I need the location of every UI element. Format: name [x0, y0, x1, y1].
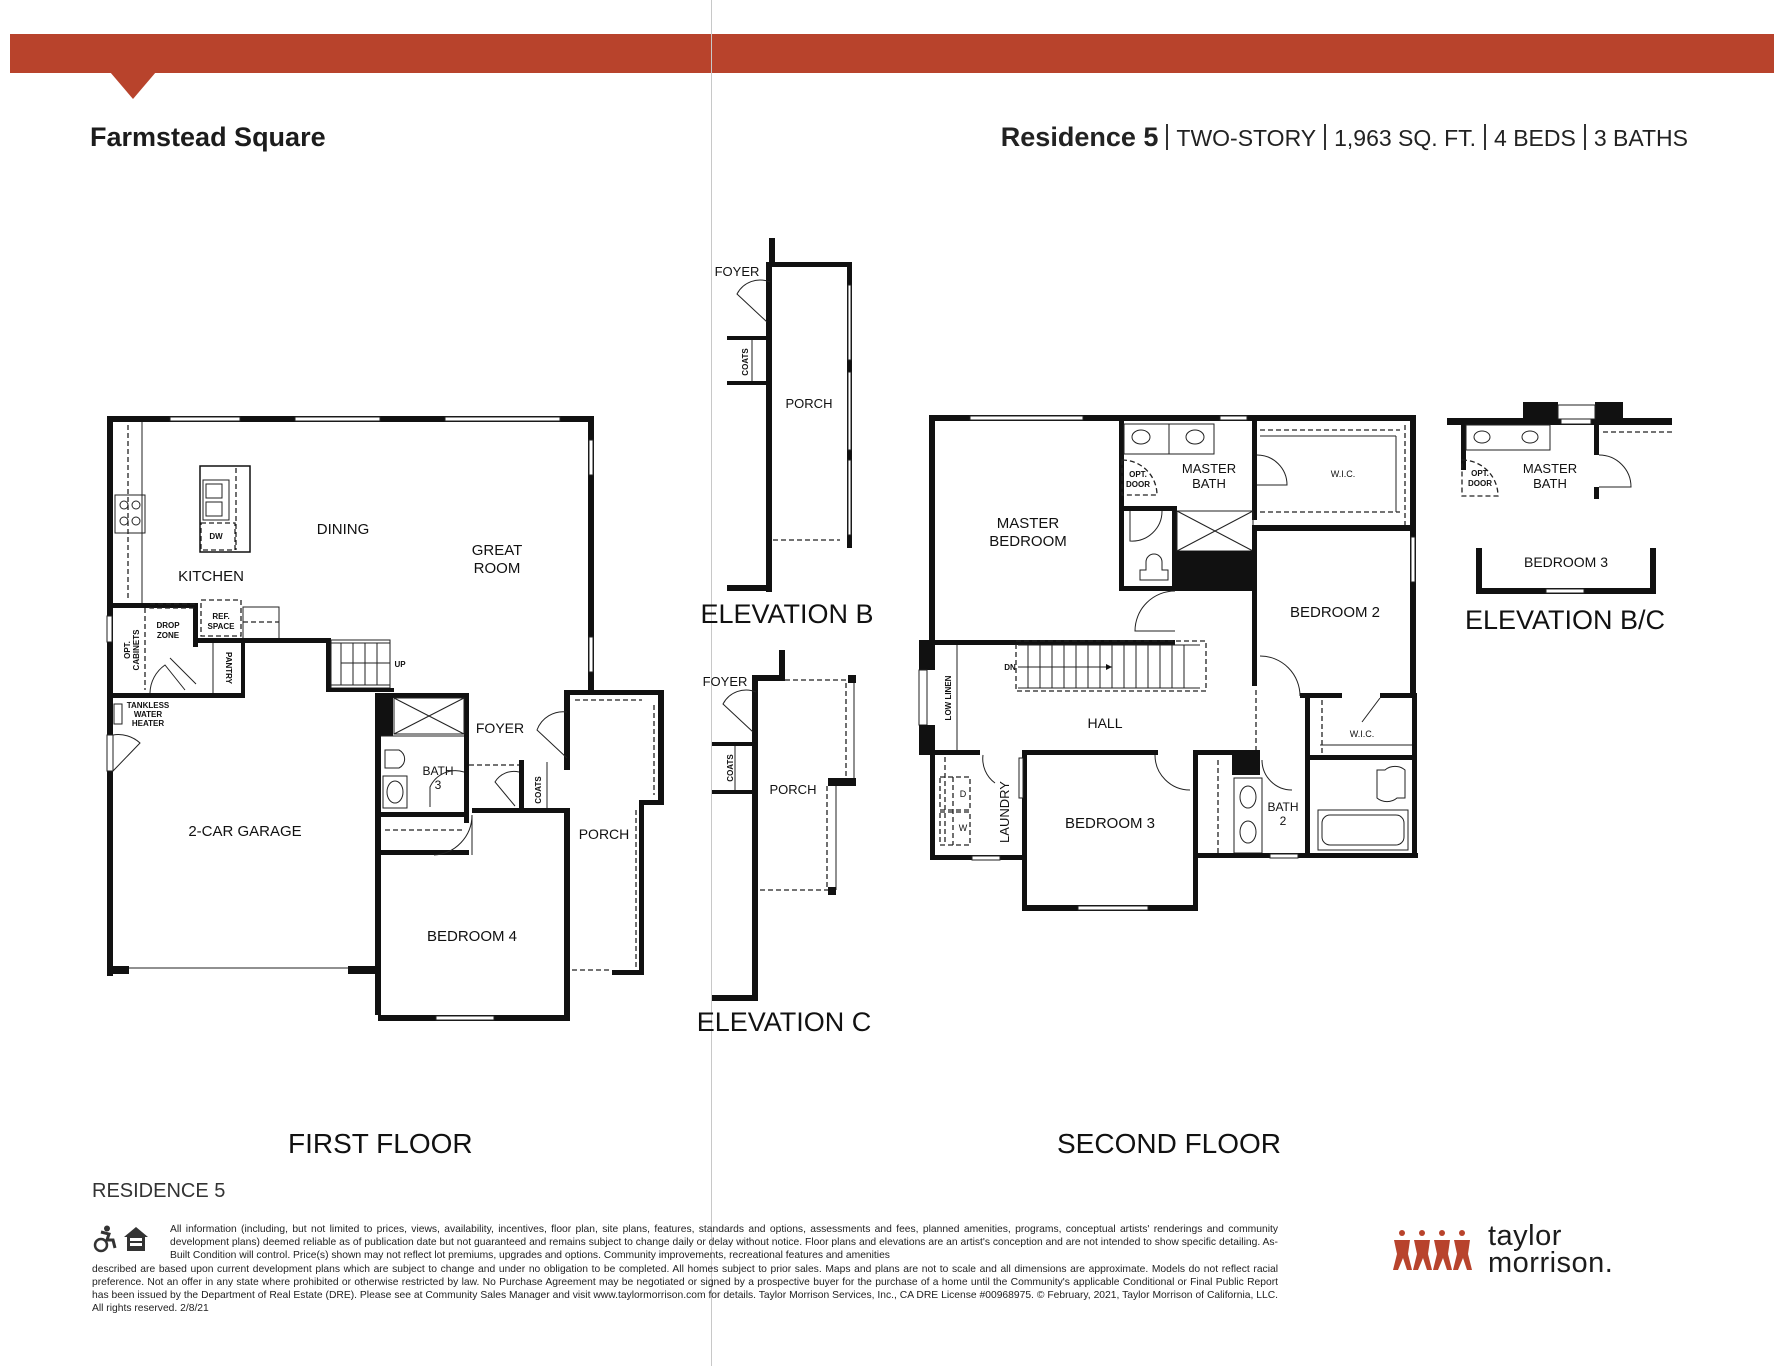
svg-text:CABINETS: CABINETS: [132, 629, 141, 671]
svg-text:BEDROOM: BEDROOM: [989, 533, 1067, 550]
svg-text:ROOM: ROOM: [474, 560, 521, 577]
disclaimer-paragraph-1: All information (including, but not limi…: [170, 1224, 1278, 1262]
elevation-c-plan: COATS FOYER PORCH ELEVATION C: [697, 650, 872, 1037]
svg-text:FOYER: FOYER: [715, 264, 760, 279]
page-fold-line: [711, 0, 712, 1366]
svg-text:KITCHEN: KITCHEN: [178, 568, 244, 585]
svg-text:BEDROOM 2: BEDROOM 2: [1290, 604, 1380, 621]
svg-text:DN: DN: [1004, 663, 1016, 672]
svg-text:SPACE: SPACE: [208, 622, 236, 631]
residence-name: Residence 5: [1000, 122, 1159, 152]
svg-text:DOOR: DOOR: [1468, 479, 1492, 488]
disclaimer-paragraph-2: described are based upon current develop…: [92, 1263, 1278, 1315]
spec-sqft: 1,963 SQ. FT.: [1334, 125, 1477, 151]
spec-baths: 3 BATHS: [1593, 125, 1688, 151]
logo-line-2: morrison.: [1488, 1247, 1614, 1279]
second-floor-title: SECOND FLOOR: [1057, 1128, 1282, 1159]
svg-text:PORCH: PORCH: [579, 826, 630, 842]
svg-text:HEATER: HEATER: [132, 719, 165, 728]
logo-line-1: taylor: [1488, 1220, 1562, 1252]
spec-stories: TWO-STORY: [1176, 125, 1317, 151]
svg-text:ELEVATION B/C: ELEVATION B/C: [1465, 605, 1665, 635]
svg-text:DOOR: DOOR: [1126, 480, 1150, 489]
svg-text:MASTER: MASTER: [1182, 461, 1236, 476]
svg-text:DW: DW: [209, 532, 223, 541]
elevation-bc-plan: OPT. DOOR MASTER BATH BEDROOM 3 ELEVATIO…: [1447, 402, 1672, 635]
svg-text:COATS: COATS: [726, 754, 735, 782]
svg-text:LOW LINEN: LOW LINEN: [944, 675, 953, 720]
logo-wordmark: taylor morrison.: [1488, 1220, 1614, 1279]
svg-text:DROP: DROP: [156, 621, 180, 630]
svg-text:HALL: HALL: [1087, 715, 1122, 731]
equal-housing-icon: [124, 1227, 148, 1251]
svg-text:COATS: COATS: [741, 348, 750, 376]
svg-text:W.I.C.: W.I.C.: [1350, 729, 1375, 739]
svg-text:BEDROOM 3: BEDROOM 3: [1524, 554, 1608, 570]
svg-text:FOYER: FOYER: [703, 674, 748, 689]
svg-text:OPT.: OPT.: [123, 641, 132, 659]
svg-text:PORCH: PORCH: [770, 782, 817, 797]
divider: [1324, 124, 1327, 150]
divider: [1484, 124, 1487, 150]
svg-text:REF.: REF.: [212, 612, 229, 621]
svg-text:2: 2: [1280, 814, 1287, 828]
divider: [1583, 124, 1586, 150]
svg-text:BEDROOM 3: BEDROOM 3: [1065, 815, 1155, 832]
banner-notch: [110, 72, 156, 99]
svg-text:DINING: DINING: [317, 521, 370, 538]
svg-text:3: 3: [435, 778, 442, 792]
svg-text:WATER: WATER: [134, 710, 163, 719]
svg-text:BATH: BATH: [1533, 476, 1567, 491]
legal-disclaimer: All information (including, but not limi…: [92, 1223, 1278, 1315]
svg-text:COATS: COATS: [534, 776, 543, 804]
residence-footer-label: RESIDENCE 5: [92, 1180, 226, 1202]
accessibility-icon: [93, 1225, 117, 1253]
taylor-morrison-logo: taylor morrison.: [1388, 1220, 1614, 1279]
svg-text:BATH: BATH: [422, 764, 453, 778]
svg-text:BATH: BATH: [1192, 476, 1226, 491]
svg-text:GREAT: GREAT: [472, 542, 523, 559]
svg-text:FOYER: FOYER: [476, 720, 524, 736]
elevation-b-plan: COATS FOYER PORCH ELEVATION B: [700, 238, 874, 629]
people-logo-icon: [1393, 1230, 1472, 1270]
residence-header: Residence 5 TWO-STORY 1,963 SQ. FT. 4 BEDS 3…: [1001, 122, 1688, 153]
svg-text:D: D: [960, 789, 967, 799]
second-floor-plan: MASTER BATH OPT. DOOR W.I.C. MASTER BEDR…: [918, 415, 1418, 911]
svg-text:ELEVATION C: ELEVATION C: [697, 1007, 872, 1037]
svg-text:LAUNDRY: LAUNDRY: [997, 781, 1012, 843]
svg-text:MASTER: MASTER: [1523, 461, 1577, 476]
community-name: Farmstead Square: [90, 122, 326, 152]
svg-text:MASTER: MASTER: [997, 515, 1060, 532]
first-floor-plan: DW KITCHEN DINING GREAT ROOM DROP ZONE O…: [106, 416, 664, 1021]
svg-text:TANKLESS: TANKLESS: [127, 701, 170, 710]
svg-text:ELEVATION B: ELEVATION B: [700, 599, 873, 629]
svg-text:OPT.: OPT.: [1129, 470, 1147, 479]
svg-text:OPT.: OPT.: [1471, 469, 1489, 478]
svg-text:W: W: [959, 823, 968, 833]
svg-text:BEDROOM 4: BEDROOM 4: [427, 928, 517, 945]
svg-text:UP: UP: [394, 660, 406, 669]
svg-text:PORCH: PORCH: [786, 396, 833, 411]
svg-text:2-CAR GARAGE: 2-CAR GARAGE: [188, 823, 301, 840]
divider: [1166, 124, 1169, 150]
spec-beds: 4 BEDS: [1494, 125, 1576, 151]
svg-text:ZONE: ZONE: [157, 631, 180, 640]
header-banner: [10, 34, 1774, 73]
compliance-icons: [92, 1225, 150, 1253]
svg-text:BATH: BATH: [1267, 800, 1298, 814]
first-floor-title: FIRST FLOOR: [288, 1128, 473, 1159]
svg-text:W.I.C.: W.I.C.: [1331, 469, 1356, 479]
svg-text:PANTRY: PANTRY: [224, 652, 233, 685]
